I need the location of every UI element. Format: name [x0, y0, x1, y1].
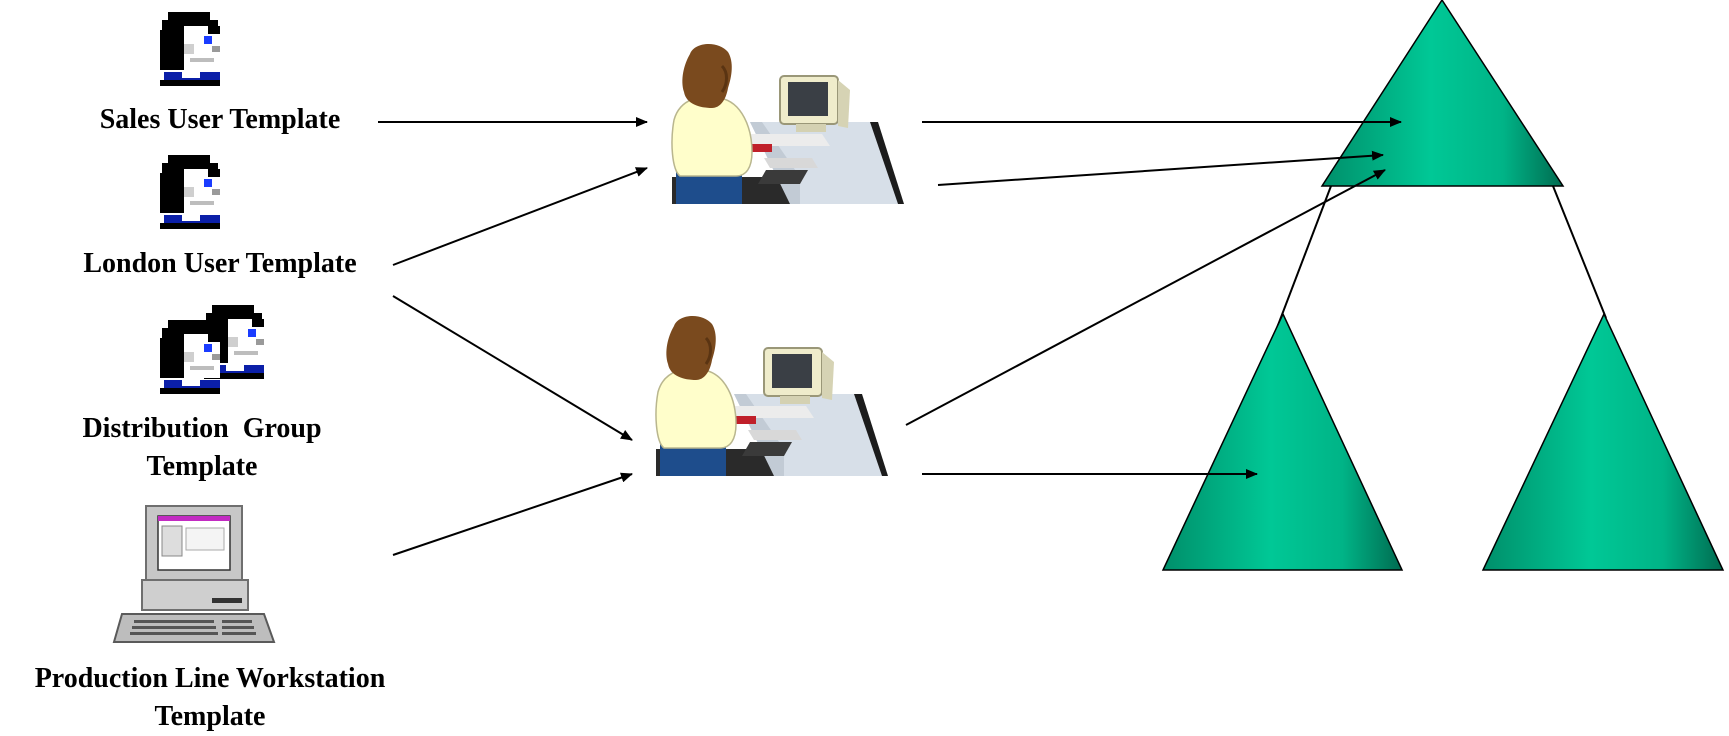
user-icon[interactable] — [160, 155, 220, 229]
sales-template-text: Sales User Template — [99, 104, 341, 135]
administrator-at-workstation-icon[interactable] — [654, 314, 890, 478]
container-tree — [1161, 0, 1725, 571]
distribution-template-text: Distribution Group — [82, 413, 322, 444]
tree-link-right — [1552, 185, 1607, 319]
container-triangle-icon[interactable] — [1481, 312, 1725, 571]
arrow — [937, 150, 1384, 186]
distribution-template-text: Template — [146, 451, 258, 482]
group-icon[interactable] — [160, 305, 264, 394]
arrow — [392, 472, 633, 556]
container-triangle-icon[interactable] — [1161, 312, 1404, 571]
distribution-template-label: Distribution Group Template — [32, 410, 372, 486]
production-template-label: Production Line Workstation Template — [0, 660, 420, 736]
london-template-text: London User Template — [83, 248, 357, 279]
production-template-text: Template — [154, 701, 266, 732]
sales-template-label: Sales User Template — [40, 101, 400, 139]
workstation-computer-icon[interactable] — [112, 505, 276, 643]
user-icon[interactable] — [160, 12, 220, 86]
connector-arrows — [378, 117, 1402, 556]
production-template-text: Production Line Workstation — [34, 663, 386, 694]
arrow — [392, 167, 648, 266]
arrow — [905, 169, 1386, 426]
arrow — [392, 295, 633, 441]
london-template-label: London User Template — [40, 245, 400, 283]
container-triangle-icon[interactable] — [1320, 0, 1565, 187]
administrator-at-workstation-icon[interactable] — [670, 42, 906, 206]
